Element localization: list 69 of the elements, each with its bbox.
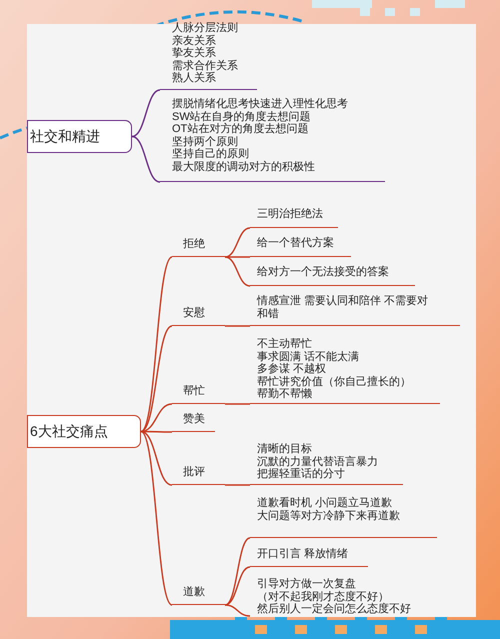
central-topic-box: 社交和精进 <box>27 120 132 153</box>
topic-text: OT站在对方的角度去想问题 <box>172 123 310 136</box>
topic-text: 拒绝 <box>183 238 206 251</box>
topic-text: 帮勤不帮懒 <box>257 388 313 401</box>
topic-text: 给一个替代方案 <box>257 237 335 250</box>
topic-text: 摆脱情绪化思考快速进入理性化思考 <box>172 98 349 110</box>
topic-text: 事求圆满 话不能太满 <box>257 350 360 363</box>
branch-line <box>141 430 172 433</box>
branch-line <box>224 256 250 287</box>
underlined-topic <box>172 466 225 485</box>
branch-line <box>140 256 172 432</box>
branch-line <box>224 604 250 617</box>
underlined-topic <box>172 413 215 432</box>
topic-text: 沉默的力量代替语言暴力 <box>257 456 379 468</box>
underlined-topic <box>250 443 403 485</box>
topic-text: （对不起我刚才态度不好） <box>257 590 389 603</box>
topic-text: 大问题等对方冷静下来再道歉 <box>257 510 401 522</box>
topic-text: 帮忙讲究价值（你自己擅长的） <box>257 376 412 388</box>
topic-text: 把握轻重话的分寸 <box>257 468 346 481</box>
topic-text: 多参谋 不越权 <box>257 363 328 376</box>
branch-line <box>225 403 250 405</box>
underlined-topic <box>172 238 225 257</box>
topic-text: 开口引言 释放情绪 <box>257 548 350 561</box>
underlined-topic <box>172 385 225 404</box>
underlined-topic <box>250 208 338 228</box>
underlined-topic <box>250 338 440 404</box>
topic-text: 亲友关系 <box>172 34 217 47</box>
underlined-topic <box>250 266 415 286</box>
branch-line <box>132 136 160 183</box>
topic-text: 坚持两个原则 <box>172 136 239 148</box>
branch-line <box>140 431 172 606</box>
topic-text: 引导对方做一次复盘 <box>257 578 357 590</box>
topic-text: 帮忙 <box>183 385 206 398</box>
topic-text: 赞美 <box>183 413 206 426</box>
branch-line <box>224 537 250 606</box>
topic-text: 不主动帮忙 <box>257 338 313 351</box>
underlined-topic <box>160 22 257 90</box>
topic-text: SW站在自身的角度去想问题 <box>172 110 312 123</box>
branch-line <box>224 566 250 606</box>
underlined-topic <box>250 497 437 538</box>
topic-text: 三明治拒绝法 <box>257 208 324 221</box>
central-topic-box: 6大社交痛点 <box>27 415 141 448</box>
underlined-topic <box>160 98 385 182</box>
topic-text: 清晰的目标 <box>257 443 313 456</box>
topic-text: 熟人关系 <box>172 72 217 85</box>
topic-text: 然后别人一定会问怎么态度不好 <box>257 603 412 616</box>
topic-text: 最大限度的调动对方的积极性 <box>172 160 316 174</box>
branch-line <box>132 89 160 138</box>
topic-text: 情感宣泄 需要认同和陪伴 不需要对和错 <box>257 295 430 320</box>
topic-text: 人脉分层法则 <box>172 22 239 34</box>
topic-text: 安慰 <box>183 307 206 320</box>
topic-text: 坚持自己的原则 <box>172 148 250 160</box>
branch-line <box>224 227 250 258</box>
branch-line <box>140 325 172 432</box>
topic-text: 挚友关系 <box>172 47 216 60</box>
branch-line <box>225 256 250 258</box>
underlined-topic <box>250 295 460 326</box>
branch-line <box>140 430 172 486</box>
underlined-topic <box>250 237 351 257</box>
branch-line <box>225 325 250 327</box>
topic-text: 道歉 <box>183 586 206 599</box>
branch-line <box>225 484 250 486</box>
topic-text: 需求合作关系 <box>172 60 239 72</box>
underlined-topic <box>250 548 368 567</box>
underlined-topic <box>172 586 225 605</box>
underlined-topic <box>172 307 225 326</box>
topic-text: 给对方一个无法接受的答案 <box>257 266 390 279</box>
topic-text: 道歉看时机 小问题立马道歉 <box>257 497 394 510</box>
topic-text: 批评 <box>183 466 206 479</box>
